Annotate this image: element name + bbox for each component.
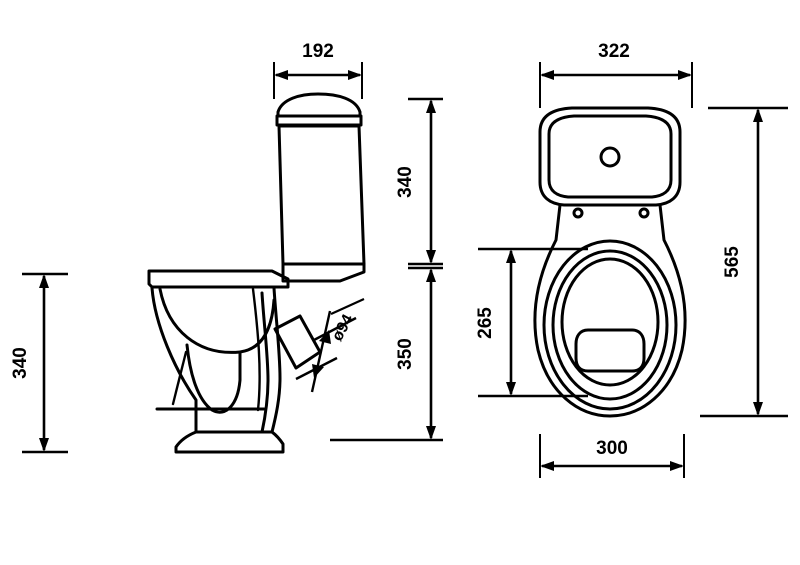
arrow-bottom xyxy=(426,250,436,264)
arrow-top xyxy=(426,99,436,113)
dimension-322: 322 xyxy=(539,41,693,108)
dimension-300: 300 xyxy=(539,434,685,478)
flush-button[interactable] xyxy=(599,146,621,168)
cistern-lid-inner-outline xyxy=(547,114,673,199)
side-view-construction-lines xyxy=(171,287,261,412)
arrow-top xyxy=(506,249,516,263)
arrow-bottom xyxy=(506,382,516,396)
arrow-right xyxy=(670,461,684,471)
seat-ring-outer xyxy=(542,239,678,411)
dimension-label-265: 265 xyxy=(475,307,496,339)
arrow-bottom xyxy=(39,438,49,452)
arrow-lower xyxy=(312,364,324,378)
dimension-label-340-seat: 340 xyxy=(10,347,31,379)
dimension-label-565: 565 xyxy=(722,246,743,278)
bowl-opening-outline xyxy=(560,257,660,387)
mounting-hole-right xyxy=(638,207,650,219)
dimension-label-300: 300 xyxy=(596,438,628,459)
bowl-outer-right xyxy=(270,286,282,434)
bowl-inner-basin xyxy=(158,287,276,354)
arrow-bottom xyxy=(753,402,763,416)
dimension-label-340-cistern: 340 xyxy=(395,166,416,198)
cistern-lid-band xyxy=(275,114,363,127)
dimension-label-322: 322 xyxy=(598,41,630,62)
arrow-upper xyxy=(319,330,331,344)
arrow-right xyxy=(678,70,692,80)
bowl-plan-outline xyxy=(533,203,687,418)
bowl-outer-right-inner xyxy=(260,291,270,434)
plan-top-view xyxy=(533,106,687,418)
cistern-lid-outline xyxy=(538,106,682,207)
dimension-192: 192 xyxy=(273,41,363,99)
arrow-right xyxy=(348,70,362,80)
dimension-dia-94: ø94 xyxy=(295,297,365,393)
leader-line xyxy=(330,297,365,316)
dimension-340-seat: 340 xyxy=(10,272,68,454)
bowl-base-detail-line xyxy=(171,350,188,406)
dimension-350-bowl: 350 xyxy=(330,266,443,442)
dimension-label-350: 350 xyxy=(395,338,416,370)
arrow-left xyxy=(540,461,554,471)
arrow-left xyxy=(274,70,288,80)
bowl-outlet xyxy=(574,328,646,373)
bowl-outer-left xyxy=(150,286,198,434)
dimension-340-cistern: 340 xyxy=(395,97,443,266)
dimension-565: 565 xyxy=(700,106,788,418)
arrow-top xyxy=(753,108,763,122)
seat-rim-plate xyxy=(147,269,290,289)
arrow-left xyxy=(540,70,554,80)
side-elevation-view xyxy=(147,92,366,454)
ext-line-upper xyxy=(313,316,357,342)
cistern-lid xyxy=(276,92,362,118)
dimension-value-94: 94 xyxy=(334,312,357,336)
arrow-top xyxy=(426,268,436,282)
dim-line xyxy=(310,310,332,393)
mounting-hole-left xyxy=(572,207,584,219)
seat-ring-inner xyxy=(551,249,669,401)
dimension-265: 265 xyxy=(475,247,588,398)
pedestal-base xyxy=(174,430,285,454)
arrow-top xyxy=(39,274,49,288)
bowl-inner-edge-line xyxy=(251,287,261,412)
dimension-label-192: 192 xyxy=(302,41,334,62)
arrow-bottom xyxy=(426,426,436,440)
